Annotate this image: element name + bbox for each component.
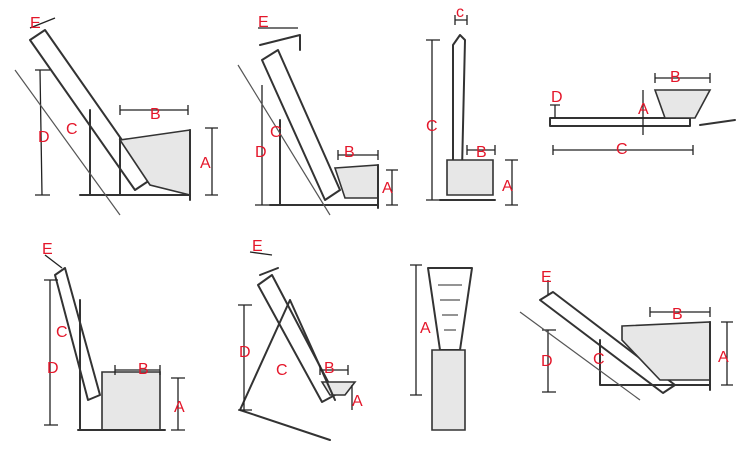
conveyor-3-dim-b [466,145,496,155]
conveyor-3-hopper [446,159,494,196]
conveyor-8: E D C B A [519,269,733,401]
conveyor-2-label-d: D [255,144,267,161]
conveyor-8-dim-b [649,307,711,317]
conveyor-8-dim-c [519,311,641,401]
conveyor-5-tube [54,267,101,401]
conveyor-6-dim-b [319,365,349,375]
conveyor-6: E D C B A [238,238,363,441]
conveyor-2-motor [259,34,301,51]
conveyor-4-dim-b [654,73,711,83]
conveyor-5-dim-b [114,365,161,375]
conveyor-7: A [410,264,473,431]
conveyor-4-label-c: C [616,141,628,158]
conveyor-3-dim-c-small [454,15,468,25]
conveyor-4-dim-c [552,145,694,155]
conveyor-3-dim-c [426,39,440,201]
conveyor-5-dim-d [44,279,58,426]
conveyor-7-dim-a [410,264,422,396]
conveyor-2-dim-b [337,150,379,160]
conveyor-4: D B A C [549,69,736,158]
conveyor-7-motor [431,349,466,431]
conveyor-5-label-c: C [56,324,68,341]
conveyor-1-label-e: E [30,15,41,32]
conveyor-2-dim-a [386,169,398,206]
conveyor-7-flight [438,284,462,331]
conveyor-2-hopper [333,164,379,199]
conveyor-8-label-d: D [541,353,553,370]
conveyor-3: c C B A [426,4,518,206]
conveyor-1-dim-d [35,69,50,196]
conveyor-1-label-b: B [150,106,161,123]
conveyor-6-label-b: B [324,360,335,377]
conveyor-5-frame [77,299,166,431]
conveyor-5-dim-e [44,254,63,269]
conveyor-5-label-d: D [47,360,59,377]
conveyor-2-label-c: C [270,124,282,141]
conveyor-1-dim-b [119,105,189,115]
conveyor-5: E C D B A [42,241,185,431]
conveyor-1-frame [79,109,191,201]
conveyor-7-tube [427,267,473,351]
conveyor-5-label-b: B [138,361,149,378]
conveyor-8-label-c: C [593,351,605,368]
conveyor-2: E D C B A [237,14,398,216]
conveyor-1-dim-a [205,127,218,196]
conveyor-8-label-b: B [672,306,683,323]
conveyor-2-label-a: A [382,180,393,197]
conveyor-8-label-e: E [541,269,552,286]
conveyor-6-dim-d [238,304,252,411]
conveyor-6-dim-e [249,251,273,256]
conveyor-1-label-d: D [38,129,50,146]
conveyor-8-frame [599,321,711,391]
conveyor-3-label-b: B [476,144,487,161]
conveyor-2-dim-c [237,64,331,216]
conveyor-4-motor [699,119,736,126]
conveyor-1: E D C B A [14,15,218,216]
conveyor-4-label-d: D [551,89,563,106]
conveyor-5-label-e: E [42,241,53,258]
conveyor-8-hopper [621,321,711,381]
conveyor-3-label-c: C [426,118,438,135]
conveyor-2-label-b: B [344,144,355,161]
conveyor-8-label-a: A [718,349,729,366]
conveyor-1-dim-e [29,17,56,29]
conveyor-8-dim-a [721,321,733,386]
conveyor-3-tube [452,34,466,171]
conveyor-6-label-c: C [276,362,288,379]
conveyor-6-label-e: E [252,238,263,255]
conveyor-6-label-d: D [239,344,251,361]
conveyor-5-dim-a [171,377,185,431]
conveyor-6-frame [239,299,336,441]
conveyor-1-label-a: A [200,155,211,172]
conveyor-7-label-a: A [420,320,431,337]
conveyor-6-label-a: A [352,393,363,410]
conveyor-4-dim-d [550,104,560,118]
conveyor-3-dim-a [505,159,518,206]
conveyor-4-hopper [653,89,712,119]
conveyor-2-tube [261,49,341,201]
conveyor-4-tube [549,117,691,127]
conveyor-3-label-a: A [502,178,513,195]
conveyor-1-dim-c [14,69,121,216]
conveyor-4-label-b: B [670,69,681,86]
conveyor-5-hopper [101,371,161,431]
conveyor-6-motor [259,267,279,276]
conveyor-2-label-e: E [258,14,269,31]
conveyor-5-label-a: A [174,399,185,416]
conveyor-4-label-a: A [638,101,649,118]
conveyor-1-label-c: C [66,121,78,138]
conveyor-3-label-c-small: c [456,4,464,21]
